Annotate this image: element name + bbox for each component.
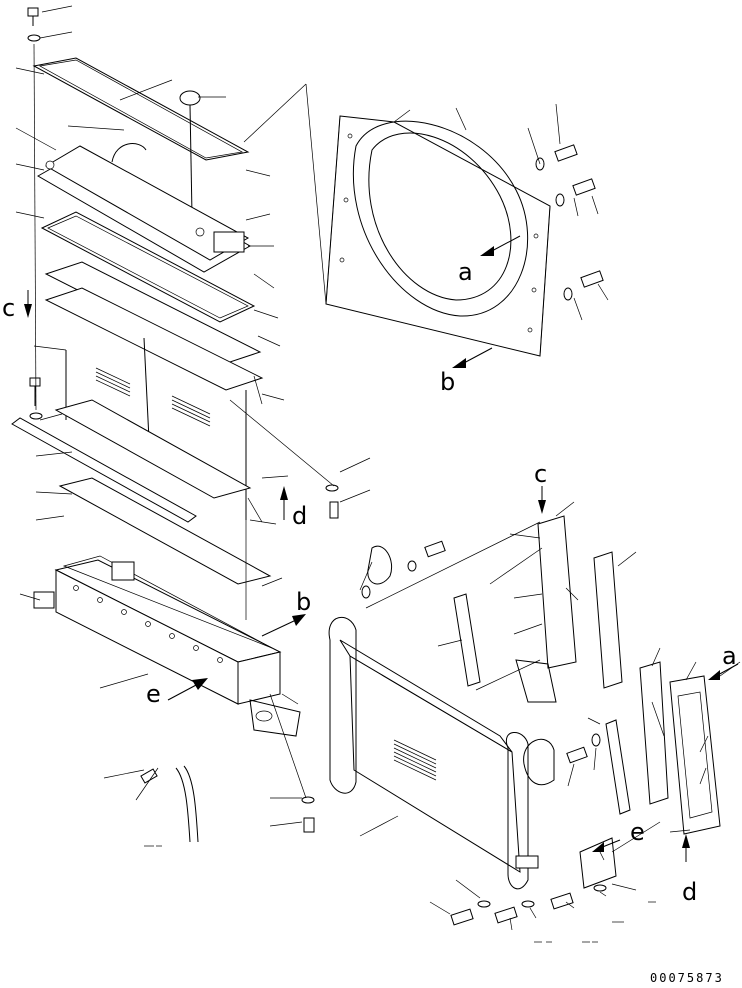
arrow-a-shroud: [480, 235, 521, 256]
seal-strip-1: [593, 551, 623, 689]
view-label-c-right: c: [534, 460, 547, 488]
view-label-a-shroud: a: [458, 258, 473, 286]
view-label-c-left: c: [2, 294, 15, 322]
view-label-b-shroud: b: [440, 368, 455, 396]
arrow-e-right: [592, 839, 621, 852]
view-label-a-right: a: [722, 642, 737, 670]
arrow-d-right: [682, 834, 690, 862]
arrow-c-right: [538, 486, 546, 514]
arrow-a-right: [708, 663, 739, 680]
filler-cap: [179, 90, 201, 106]
arrow-c-left: [24, 290, 32, 318]
seal-strip-2: [639, 661, 669, 805]
view-label-b-left: b: [296, 588, 311, 616]
top-gasket: [32, 57, 250, 161]
arrow-b-left: [261, 614, 306, 637]
center-side-bracket: [537, 515, 577, 669]
bottom-bolts: [450, 733, 607, 926]
view-label-d-left: d: [292, 502, 307, 530]
radiator-louvers: [393, 739, 437, 781]
top-bolt: [27, 7, 41, 42]
arrow-b-shroud: [452, 347, 493, 368]
fan-shroud: [243, 83, 609, 368]
left-stack-assembly: [11, 5, 371, 843]
view-label-e-left: e: [146, 680, 161, 708]
reference-number: 00075873: [650, 971, 724, 985]
arrow-e-left: [167, 678, 208, 701]
view-label-d-right: d: [682, 878, 697, 906]
core-louvers: [95, 367, 211, 427]
left-side-bracket: [453, 593, 481, 687]
radiator-core-assembly: [144, 486, 741, 943]
view-label-e-right: e: [630, 818, 645, 846]
shroud-bolts: [535, 144, 604, 301]
right-bracket-frame: [669, 675, 721, 835]
arrow-d-left: [280, 486, 288, 520]
